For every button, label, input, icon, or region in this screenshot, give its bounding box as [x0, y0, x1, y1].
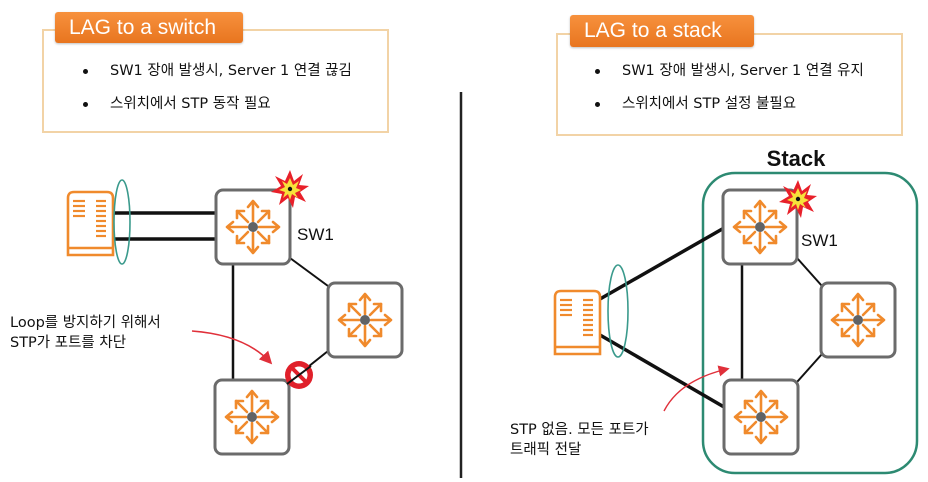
right-bullet-item: 스위치에서 STP 설정 불필요: [592, 93, 864, 126]
right-bullet-list: SW1 장애 발생시, Server 1 연결 유지 스위치에서 STP 설정 …: [592, 60, 864, 126]
sw1-label: SW1: [801, 231, 838, 250]
server-icon: [66, 190, 115, 257]
left-annotation: Loop를 방지하기 위해서 STP가 포트를 차단: [10, 315, 161, 351]
right-title-tab: LAG to a stack: [570, 15, 754, 47]
switch-icon-right: [819, 281, 897, 359]
left-bullet-item: 스위치에서 STP 동작 필요: [80, 93, 352, 126]
lag-link: [599, 226, 725, 301]
right-info-box: [556, 33, 903, 136]
bullet-dot: [83, 69, 88, 74]
stack-label: Stack: [767, 146, 826, 171]
switch-icon-right: [326, 281, 404, 359]
annotation-arrow: [663, 365, 730, 412]
lag-link: [599, 333, 725, 409]
bullet-dot: [83, 102, 88, 107]
right-links: [599, 226, 823, 409]
sw1-label: SW1: [297, 225, 334, 244]
left-bullet-list: SW1 장애 발생시, Server 1 연결 끊김 스위치에서 STP 동작 …: [80, 60, 352, 126]
stack-boundary: [701, 171, 919, 475]
left-bullet-item: SW1 장애 발생시, Server 1 연결 끊김: [80, 60, 352, 93]
annotation-arrow: [191, 330, 273, 365]
lag-ellipse: [607, 264, 629, 358]
sw1-to-right-link: [289, 257, 329, 287]
right-annotation: STP 없음. 모든 포트가 트래픽 전달: [510, 422, 649, 458]
bullet-dot: [595, 102, 600, 107]
right-bullet-item: SW1 장애 발생시, Server 1 연결 유지: [592, 60, 864, 93]
server-icon: [553, 289, 602, 356]
no-entry-icon: [285, 361, 313, 389]
sw1-to-right-link: [796, 257, 823, 287]
right-to-bottom-link: [796, 353, 823, 383]
switch-icon-bottom: [213, 378, 291, 456]
left-title-tab: LAG to a switch: [55, 12, 243, 43]
switch-icon-bottom: [722, 378, 800, 456]
bullet-dot: [595, 69, 600, 74]
lag-ellipse: [113, 179, 131, 265]
switch-icon-sw1: [214, 188, 292, 266]
